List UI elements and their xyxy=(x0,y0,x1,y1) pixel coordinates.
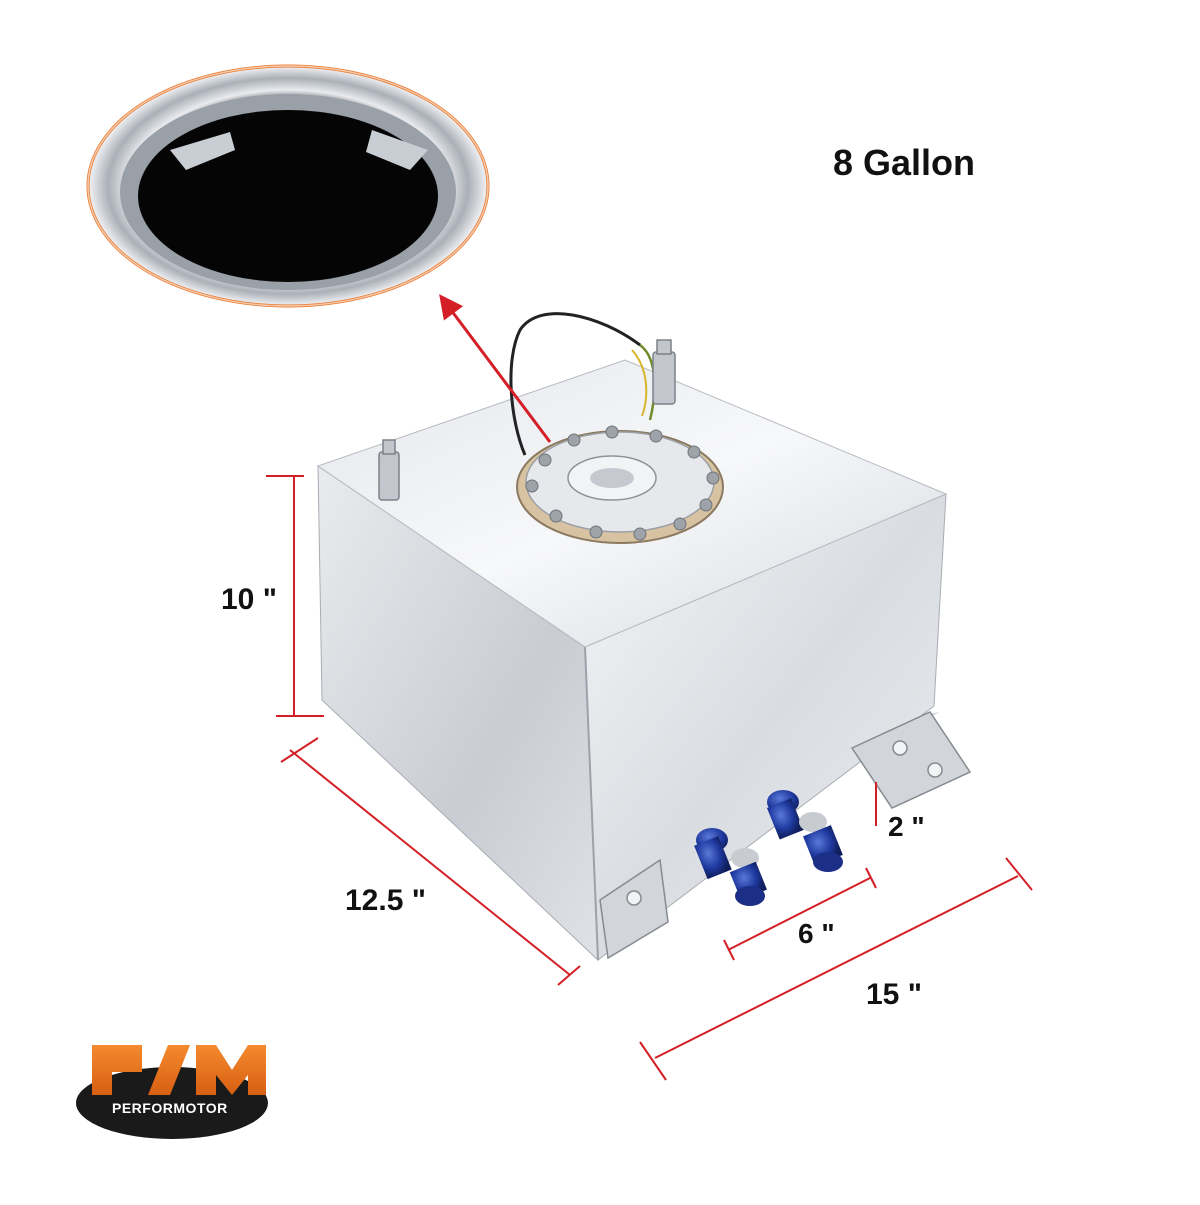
fuel-tank xyxy=(316,312,972,962)
fitting-height-dimension-label: 2 " xyxy=(888,811,925,842)
filler-neck-zoom-inset xyxy=(86,64,490,308)
zoom-callout-arrow xyxy=(439,294,552,443)
fitting-spacing-dimension-label: 6 " xyxy=(798,918,835,949)
brand-name: PERFORMOTOR xyxy=(112,1100,228,1116)
capacity-title: 8 Gallon xyxy=(833,142,976,183)
width-dimension-label: 15 " xyxy=(866,978,922,1011)
mounting-bracket xyxy=(599,711,972,960)
height-dimension-label: 10 " xyxy=(221,583,277,616)
brand-logo xyxy=(76,1045,268,1139)
dimension-lines xyxy=(266,475,1033,1081)
depth-dimension-label: 12.5 " xyxy=(345,884,426,917)
vent-fitting xyxy=(378,339,676,501)
outlet-fittings xyxy=(694,790,843,906)
fuel-sender-flange xyxy=(516,425,724,544)
